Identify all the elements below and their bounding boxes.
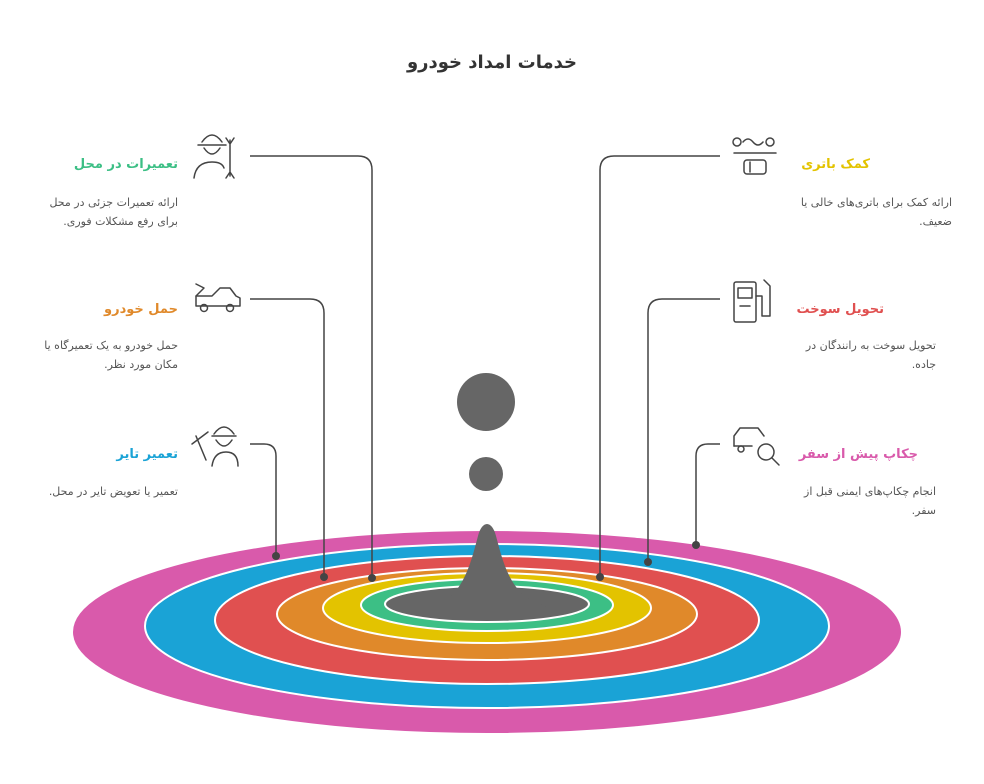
connector-dot xyxy=(320,573,328,581)
item-desc-fuel: تحویل سوخت به رانندگان در جاده. xyxy=(805,339,936,371)
item-title-inspection: چکاپ پیش از سفر xyxy=(798,447,918,462)
fuel-pump-icon xyxy=(733,279,771,323)
connector-tire-repair xyxy=(250,443,277,556)
tow-car-icon xyxy=(195,283,241,313)
item-desc-towing: حمل خودرو به یک تعمیرگاه یا مکان مورد نظ… xyxy=(44,339,178,371)
splash-drop xyxy=(430,524,548,611)
connector-dot xyxy=(272,552,280,560)
page-title: خدمات امداد خودرو xyxy=(406,52,578,73)
connector-battery xyxy=(599,155,720,577)
tire-mechanic-icon xyxy=(191,426,239,467)
mechanic-wrench-icon xyxy=(193,134,235,179)
item-title-battery: کمک باتری xyxy=(801,157,870,172)
car-inspection-icon xyxy=(733,427,780,466)
connector-towing xyxy=(250,298,325,577)
connector-dot xyxy=(692,541,700,549)
item-desc-inspection: انجام چکاپ‌های ایمنی قبل از سفر. xyxy=(804,485,936,517)
item-desc-battery: ارائه کمک برای باتری‌های خالی یا ضعیف. xyxy=(800,196,952,228)
drop-large xyxy=(457,373,515,431)
item-desc-tire-repair: تعمیر یا تعویض تایر در محل. xyxy=(48,485,178,498)
item-title-fuel: تحویل سوخت xyxy=(796,302,884,317)
connector-dot xyxy=(644,558,652,566)
item-title-onsite-repair: تعمیرات در محل xyxy=(73,157,178,172)
drop-small xyxy=(469,457,503,491)
item-title-towing: حمل خودرو xyxy=(104,302,178,317)
item-desc-onsite-repair: ارائه تعمیرات جزئی در محل برای رفع مشکلا… xyxy=(49,196,178,228)
connector-dot xyxy=(368,574,376,582)
connector-onsite-repair xyxy=(250,155,373,578)
connector-inspection xyxy=(695,443,720,545)
connector-fuel xyxy=(647,298,720,562)
connector-dot xyxy=(596,573,604,581)
item-title-tire-repair: تعمیر تایر xyxy=(116,447,178,462)
battery-icon xyxy=(732,137,777,175)
